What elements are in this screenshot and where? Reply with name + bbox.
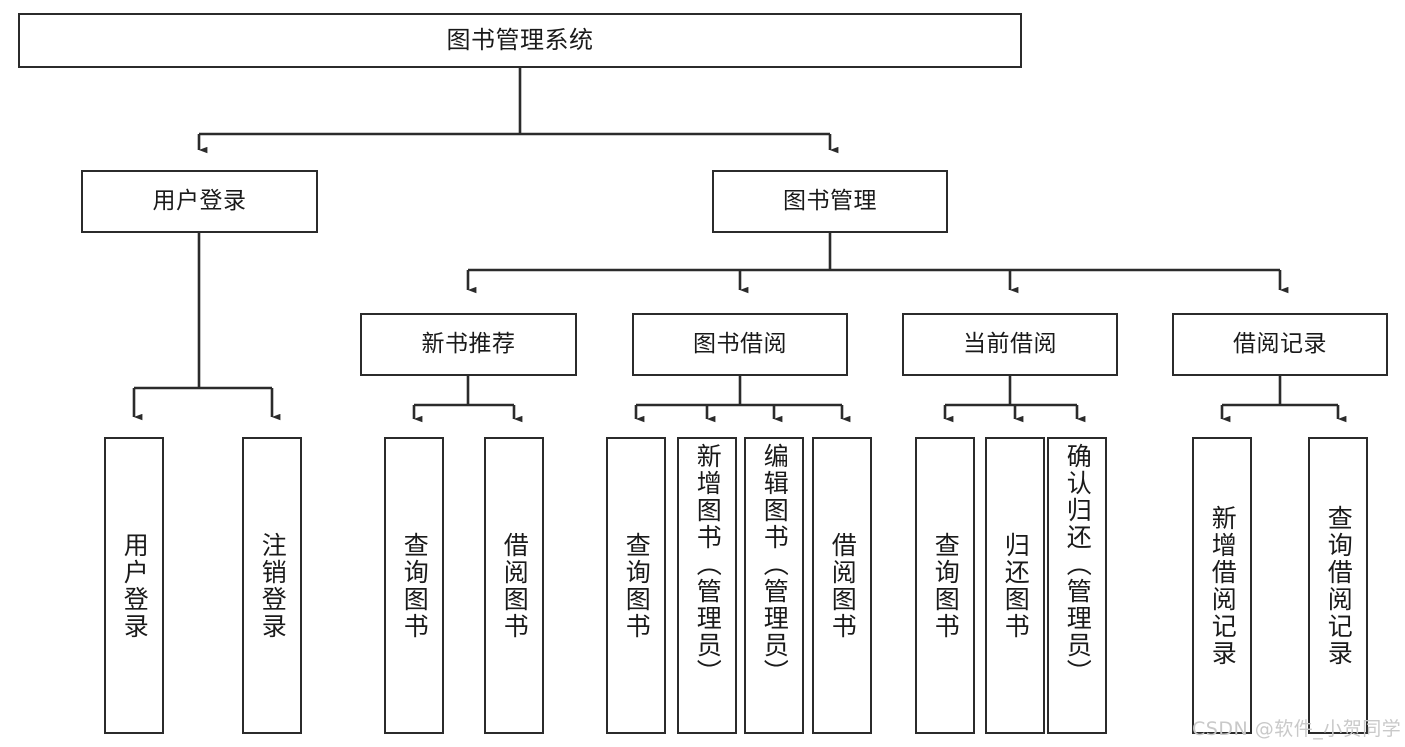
node-user-login-label: 用户登录	[152, 187, 247, 214]
node-leaf-edit-book[interactable]: 编辑图书（管理员）	[744, 437, 804, 734]
node-leaf-query-record[interactable]: 查询借阅记录	[1308, 437, 1368, 734]
node-leaf-add-record[interactable]: 新增借阅记录	[1192, 437, 1252, 734]
node-leaf-query-book-1-label: 查询图书	[400, 531, 430, 640]
node-book-management[interactable]: 图书管理	[712, 170, 948, 233]
node-new-book-recommend-label: 新书推荐	[421, 330, 516, 357]
node-leaf-return-book[interactable]: 归还图书	[985, 437, 1045, 734]
csdn-watermark: CSDN @软件_小贺同学	[1192, 718, 1402, 740]
node-user-login[interactable]: 用户登录	[81, 170, 318, 233]
node-borrow-record[interactable]: 借阅记录	[1172, 313, 1388, 376]
node-leaf-query-book-2[interactable]: 查询图书	[606, 437, 666, 734]
node-book-borrow[interactable]: 图书借阅	[632, 313, 848, 376]
node-leaf-add-record-label: 新增借阅记录	[1208, 504, 1238, 667]
node-borrow-record-label: 借阅记录	[1233, 330, 1327, 357]
node-root-system[interactable]: 图书管理系统	[18, 13, 1022, 68]
node-root-system-label: 图书管理系统	[446, 26, 594, 55]
node-leaf-logout-login[interactable]: 注销登录	[242, 437, 302, 734]
node-leaf-borrow-book-2-label: 借阅图书	[828, 531, 858, 640]
node-leaf-edit-book-label: 编辑图书（管理员）	[760, 443, 790, 686]
node-leaf-user-login[interactable]: 用户登录	[104, 437, 164, 734]
node-leaf-query-book-2-label: 查询图书	[622, 531, 652, 640]
node-current-borrow[interactable]: 当前借阅	[902, 313, 1118, 376]
node-book-borrow-label: 图书借阅	[693, 330, 787, 357]
node-leaf-query-book-3-label: 查询图书	[931, 531, 961, 640]
node-leaf-query-book-3[interactable]: 查询图书	[915, 437, 975, 734]
node-book-management-label: 图书管理	[783, 187, 877, 214]
node-current-borrow-label: 当前借阅	[963, 330, 1057, 357]
node-leaf-user-login-label: 用户登录	[120, 531, 150, 640]
node-leaf-add-book-label: 新增图书（管理员）	[693, 443, 723, 686]
node-leaf-borrow-book-2[interactable]: 借阅图书	[812, 437, 872, 734]
node-leaf-confirm-return[interactable]: 确认归还（管理员）	[1047, 437, 1107, 734]
node-leaf-add-book[interactable]: 新增图书（管理员）	[677, 437, 737, 734]
node-new-book-recommend[interactable]: 新书推荐	[360, 313, 577, 376]
node-leaf-query-book-1[interactable]: 查询图书	[384, 437, 444, 734]
node-leaf-borrow-book-1[interactable]: 借阅图书	[484, 437, 544, 734]
node-leaf-query-record-label: 查询借阅记录	[1324, 504, 1354, 667]
node-leaf-borrow-book-1-label: 借阅图书	[500, 531, 530, 640]
node-leaf-logout-login-label: 注销登录	[258, 531, 288, 640]
node-leaf-return-book-label: 归还图书	[1001, 531, 1031, 640]
node-leaf-confirm-return-label: 确认归还（管理员）	[1063, 443, 1093, 686]
